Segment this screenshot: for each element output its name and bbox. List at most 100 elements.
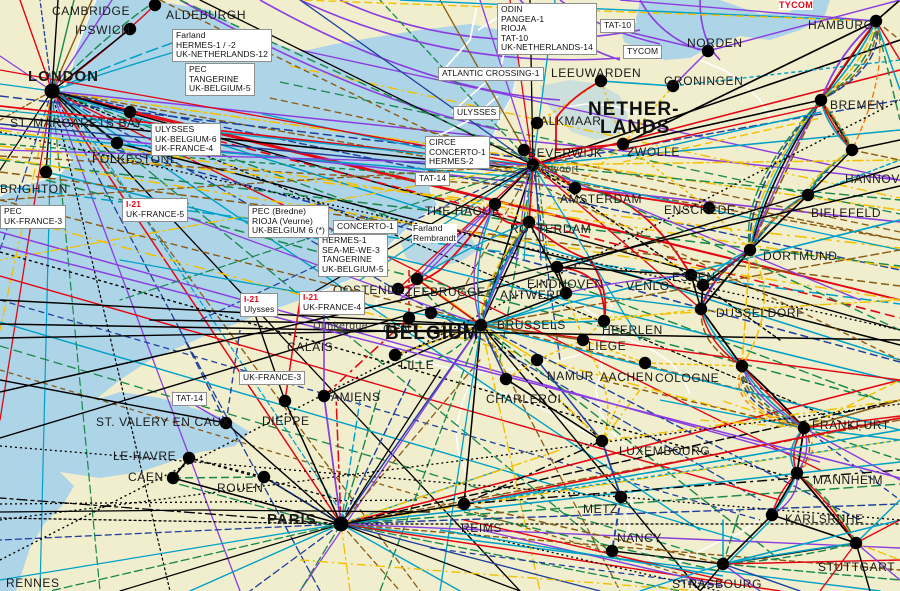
city-node-dieppe[interactable] xyxy=(278,394,292,408)
cable-label-line: HERMES-2 xyxy=(429,156,474,167)
city-node-gent[interactable] xyxy=(424,306,438,320)
cable-label-line: TAT-10 xyxy=(501,32,529,43)
city-node-venlo[interactable] xyxy=(684,268,698,282)
city-node-cologne[interactable] xyxy=(735,359,749,373)
cable-label-line: TAT-14 xyxy=(419,173,447,183)
city-node-ipswich[interactable] xyxy=(123,22,137,36)
cable-label-ulysses-sea: ULYSSES xyxy=(453,106,501,121)
city-node-strasbourg[interactable] xyxy=(716,557,730,571)
city-node-london[interactable] xyxy=(44,83,60,99)
cable-label-line: UK-BELGIUM-5 xyxy=(189,83,251,94)
cable-label-line: HERMES-1 xyxy=(322,235,367,245)
city-node-rouen[interactable] xyxy=(257,470,271,484)
city-node-bielefeld[interactable] xyxy=(801,188,815,202)
city-node-rotterdam[interactable] xyxy=(522,215,536,229)
city-node-zeebrugge[interactable] xyxy=(410,272,424,286)
strasbourg-fan xyxy=(639,499,900,591)
city-node-amiens[interactable] xyxy=(317,389,331,403)
cable-label-line: I-21 xyxy=(126,199,142,209)
cable-label-tat14-nl: TAT-14 xyxy=(415,172,451,187)
city-node-zandvoort[interactable] xyxy=(526,158,540,172)
city-node-le-havre[interactable] xyxy=(182,451,196,465)
city-node-the-hague[interactable] xyxy=(488,197,502,211)
city-node-frankfurt[interactable] xyxy=(797,421,811,435)
city-node-liege[interactable] xyxy=(576,333,590,347)
cable-label-ukfrance3-south: UK-FRANCE-3 xyxy=(239,371,306,386)
city-node-groningen[interactable] xyxy=(666,79,680,93)
cable-label-line: UK-FRANCE-5 xyxy=(126,208,185,219)
city-node-dortmund[interactable] xyxy=(743,243,757,257)
lorraine xyxy=(299,359,900,591)
cable-label-tycom-red-top: TYCOM xyxy=(779,0,813,10)
cable-label-line: ODIN xyxy=(501,4,523,14)
city-node-karlsruhe[interactable] xyxy=(765,508,779,522)
city-node-st-margarets-bay[interactable] xyxy=(123,105,137,119)
cable-label-atlantic-crossing: ATLANTIC CROSSING-1 xyxy=(438,67,544,82)
cable-label-line: PEC xyxy=(189,64,207,74)
city-node-lille[interactable] xyxy=(388,348,402,362)
cable-label-line: I-21 xyxy=(303,292,319,302)
calais-amiens xyxy=(0,270,900,525)
cable-label-line: TANGERINE xyxy=(322,254,372,265)
city-node-dunkerque[interactable] xyxy=(402,311,416,325)
cable-label-line: UK-BELGIUM-6 xyxy=(155,133,217,144)
cable-label-line: CIRCE xyxy=(429,137,456,147)
city-node-reims[interactable] xyxy=(457,497,471,511)
city-node-caen[interactable] xyxy=(166,471,180,485)
city-node-charleroi[interactable] xyxy=(499,372,513,386)
cable-label-line: UK-FRANCE-3 xyxy=(4,215,63,226)
city-node-aldeburgh[interactable] xyxy=(148,0,162,12)
cable-label-pec-bredne-rioja: PEC (Bredne)RIOJA (Veurne)UK-BELGIUM 6 (… xyxy=(248,205,329,239)
city-node-hamburg[interactable] xyxy=(869,14,883,28)
city-node-stuttgart[interactable] xyxy=(849,536,863,550)
cable-label-line: Ulysses xyxy=(244,303,275,314)
seine-bay xyxy=(0,392,250,478)
city-node-eindhoven[interactable] xyxy=(550,260,564,274)
city-node-zwolle[interactable] xyxy=(616,137,630,151)
antwerp-bundle xyxy=(416,203,702,326)
zandvoort-fan xyxy=(0,0,900,361)
cable-label-line: TANGERINE xyxy=(189,73,239,84)
cable-label-line: UK-NETHERLANDS-12 xyxy=(176,49,268,60)
city-node-aachen[interactable] xyxy=(638,356,652,370)
city-node-bremen[interactable] xyxy=(814,93,828,107)
node-markers xyxy=(39,0,883,571)
city-node-heerlen[interactable] xyxy=(597,314,611,328)
city-node-dusseldorf[interactable] xyxy=(694,302,708,316)
city-node-mannheim[interactable] xyxy=(790,466,804,480)
city-node-folkestone[interactable] xyxy=(110,136,124,150)
city-node-enschede[interactable] xyxy=(702,201,716,215)
city-node-namur[interactable] xyxy=(530,353,544,367)
city-node-brighton[interactable] xyxy=(39,165,53,179)
city-node-antwerp[interactable] xyxy=(559,286,573,300)
city-node-oostende[interactable] xyxy=(391,282,405,296)
cable-label-line: HERMES-1 / -2 xyxy=(176,39,236,50)
cable-label-line: I-21 xyxy=(244,294,260,304)
cable-label-tycom-top: TYCOM xyxy=(623,45,663,60)
city-node-nancy[interactable] xyxy=(605,544,619,558)
city-node-norden[interactable] xyxy=(701,44,715,58)
cable-label-line: PEC xyxy=(4,206,22,216)
city-node-brussels[interactable] xyxy=(474,318,488,332)
city-node-paris[interactable] xyxy=(333,516,349,532)
city-node-essen[interactable] xyxy=(696,278,710,292)
cable-label-line: UK-FRANCE-3 xyxy=(243,372,302,382)
cable-label-line: ULYSSES xyxy=(457,107,497,117)
city-node-st-valery-en-caux[interactable] xyxy=(219,416,233,430)
city-node-luxembourg[interactable] xyxy=(595,434,609,448)
city-node-amsterdam[interactable] xyxy=(568,181,582,195)
cable-label-line: TAT-10 xyxy=(604,20,632,30)
city-node-hannover[interactable] xyxy=(845,143,859,157)
city-node-leeuwarden[interactable] xyxy=(594,74,608,88)
cable-label-line: RIOJA (Veurne) xyxy=(252,215,313,226)
city-node-metz[interactable] xyxy=(614,490,628,504)
city-node-alkmaar[interactable] xyxy=(530,116,544,130)
city-node-beverwijk[interactable] xyxy=(517,143,531,157)
